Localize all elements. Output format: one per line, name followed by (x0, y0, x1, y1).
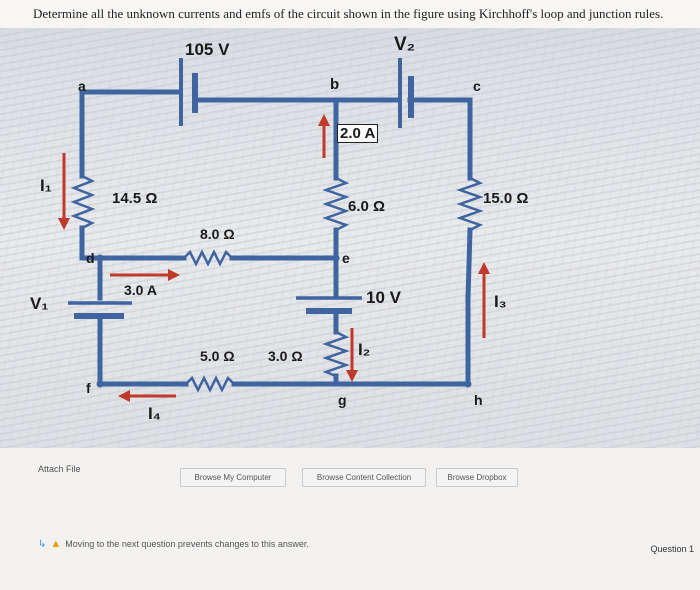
arrow-return-icon: ↳ (38, 538, 47, 550)
wire-top-left (79, 89, 183, 113)
label-i3: I₃ (494, 292, 507, 311)
wire-left-v1-bottom (97, 317, 189, 387)
wire-left-lower (79, 225, 103, 261)
arrow-2a-head (318, 114, 330, 126)
browse-my-computer-button[interactable]: Browse My Computer (180, 468, 286, 487)
node-d: d (86, 250, 95, 266)
label-5-0: 5.0 Ω (200, 348, 235, 364)
navigation-warning: ↳ ▲ Moving to the next question prevents… (38, 538, 309, 550)
browse-dropbox-button[interactable]: Browse Dropbox (436, 468, 518, 487)
attach-file-label: Attach File (38, 464, 81, 474)
node-f: f (86, 380, 91, 396)
answer-area: Attach File Browse My Computer Browse Co… (0, 448, 700, 590)
label-6-0: 6.0 Ω (348, 198, 386, 215)
label-3a: 3.0 A (124, 282, 157, 298)
arrow-i2-head (346, 370, 358, 382)
wire-right-lower (465, 227, 473, 301)
node-dot-e (332, 254, 340, 262)
label-i2: I₂ (358, 340, 371, 359)
node-dot-h (464, 380, 472, 388)
node-e: e (342, 250, 350, 266)
question-number: Question 1 (650, 544, 694, 554)
resistor-14-5 (70, 174, 96, 230)
browse-content-collection-button[interactable]: Browse Content Collection (302, 468, 426, 487)
label-14-5: 14.5 Ω (112, 190, 158, 207)
label-10v: 10 V (366, 288, 401, 307)
question-header: Determine all the unknown currents and e… (0, 0, 700, 28)
node-dot-f (96, 380, 104, 388)
node-b: b (330, 76, 340, 93)
label-8-0: 8.0 Ω (200, 226, 235, 242)
node-c: c (473, 78, 481, 94)
node-h: h (474, 392, 483, 408)
label-2a: 2.0 A (337, 124, 379, 143)
label-3-0: 3.0 Ω (268, 348, 303, 364)
label-2a-box: 2.0 A (337, 124, 379, 143)
label-i4: I₄ (148, 404, 161, 423)
node-dot-d (96, 254, 104, 262)
circuit-figure: 105 V V₂ 2.0 A 14.5 Ω 6.0 Ω 15.0 Ω 8.0 Ω… (0, 28, 700, 448)
arrow-i1-head (58, 218, 70, 230)
circuit-diagram (58, 58, 490, 402)
node-g: g (338, 392, 347, 408)
label-v2: V₂ (394, 34, 416, 55)
arrow-3a-head (168, 269, 180, 281)
node-a: a (78, 78, 86, 94)
question-text: Determine all the unknown currents and e… (33, 6, 664, 21)
label-105v: 105 V (185, 40, 230, 59)
resistor-6-0 (322, 176, 350, 232)
warning-text: Moving to the next question prevents cha… (65, 539, 309, 549)
wire-top-right (407, 97, 473, 141)
resistor-5-0 (185, 375, 235, 393)
label-15-0: 15.0 Ω (483, 190, 529, 207)
arrow-i3-head (478, 262, 490, 274)
warning-icon: ▲ (50, 538, 62, 550)
resistor-3-0 (322, 330, 350, 378)
label-i1: I₁ (40, 176, 52, 195)
resistor-8-0 (183, 249, 233, 267)
arrow-i4-head (118, 390, 130, 402)
resistor-15-0 (456, 176, 484, 232)
label-v1: V₁ (30, 294, 49, 313)
